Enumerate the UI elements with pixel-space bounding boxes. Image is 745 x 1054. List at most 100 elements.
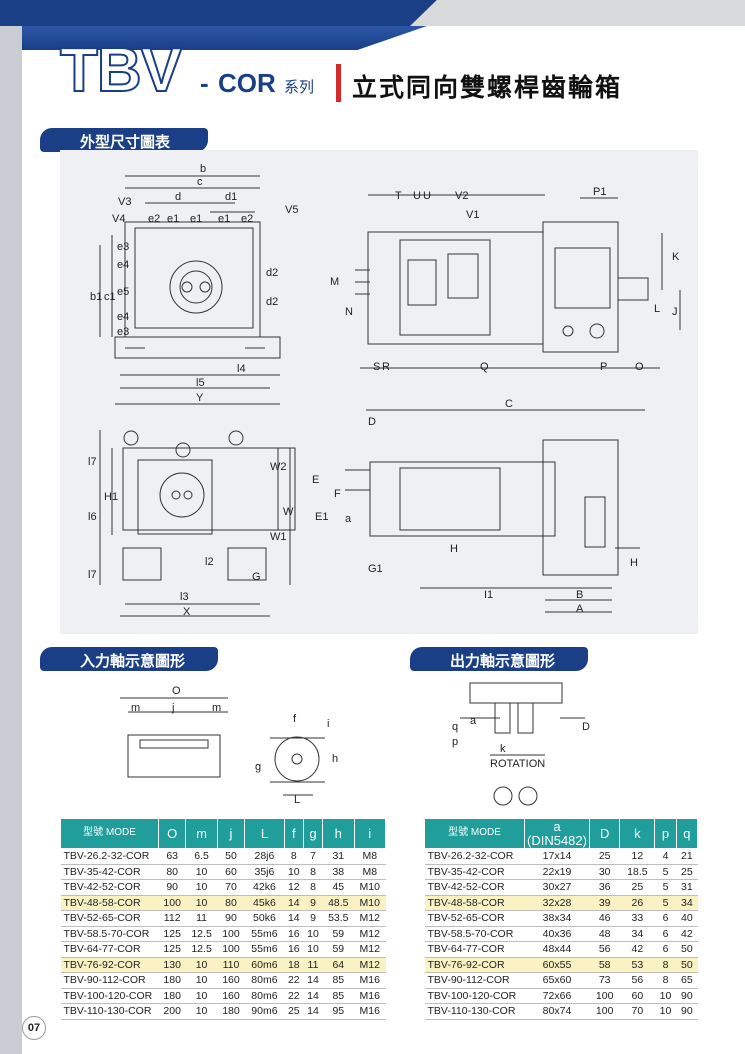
input-cell: 10 [284, 864, 304, 880]
output-cell: 36 [589, 879, 620, 896]
output-cell: 34 [676, 895, 698, 911]
output-cell: TBV-76-92-COR [424, 957, 525, 973]
input-cell: 95 [322, 1003, 354, 1020]
input-cell: 10 [303, 941, 323, 958]
input-cell: M12 [354, 926, 386, 942]
input-cell: 16 [284, 941, 304, 958]
output-col-d: D [588, 818, 621, 849]
input-cell: 80 [158, 864, 186, 880]
output-cell: 90 [676, 988, 698, 1004]
title-accent-bar [336, 64, 341, 102]
input-cell: M16 [354, 972, 386, 989]
input-cell: 10 [185, 972, 218, 989]
input-cell: M16 [354, 1003, 386, 1020]
input-col-j: j [216, 818, 246, 849]
output-cell: 100 [589, 1003, 620, 1020]
output-cell: 80x74 [524, 1003, 590, 1020]
output-cell: TBV-42-52-COR [424, 879, 525, 896]
input-cell: 8 [303, 864, 323, 880]
output-cell: 70 [619, 1003, 655, 1020]
label-q-output: q [452, 721, 458, 733]
input-cell: M16 [354, 988, 386, 1004]
input-cell: 28j6 [244, 848, 285, 865]
label-o-input: O [172, 685, 181, 697]
output-shaft-panel [420, 668, 698, 808]
input-cell: 10 [185, 864, 218, 880]
label-a-output: a [470, 715, 477, 727]
output-cell: 90 [676, 1003, 698, 1020]
input-cell: TBV-48-58-COR [60, 895, 159, 911]
output-cell: 6 [654, 926, 677, 942]
input-cell: 14 [303, 1003, 323, 1020]
output-cell: 31 [676, 879, 698, 896]
output-cell: 50 [676, 957, 698, 973]
input-cell: 10 [185, 988, 218, 1004]
output-cell: 5 [654, 864, 677, 880]
output-cell: 39 [589, 895, 620, 911]
output-cell: 10 [654, 988, 677, 1004]
input-cell: TBV-110-130-COR [60, 1003, 159, 1020]
label-k-output: k [500, 743, 506, 755]
input-col-h: h [322, 818, 355, 849]
output-cell: 8 [654, 957, 677, 973]
output-cell: TBV-35-42-COR [424, 864, 525, 880]
input-cell: M8 [354, 864, 386, 880]
output-cell: 60 [619, 988, 655, 1004]
input-cell: M8 [354, 848, 386, 865]
input-cell: 70 [217, 879, 245, 896]
input-col-m: m [185, 818, 218, 849]
output-cell: 25 [619, 879, 655, 896]
input-cell: 100 [217, 926, 245, 942]
input-cell: TBV-90-112-COR [60, 972, 159, 989]
output-cell: 30x27 [524, 879, 590, 896]
input-cell: 48.5 [322, 895, 354, 911]
input-cell: 90 [217, 910, 245, 927]
output-cell: 38x34 [524, 910, 590, 927]
section-output-heading: 出力軸示意圖形 [410, 647, 588, 671]
output-spec-table: 型號 MODE a (DIN5482) D k p q TBV-26.2-32-… [424, 818, 699, 1020]
label-l-input: L [294, 794, 300, 806]
output-cell: 33 [619, 910, 655, 927]
input-cell: 90 [158, 879, 186, 896]
input-cell: 25 [284, 1003, 304, 1020]
output-cell: 32x28 [524, 895, 590, 911]
left-margin-rule [0, 26, 22, 1054]
input-cell: M10 [354, 879, 386, 896]
input-cell: 100 [217, 941, 245, 958]
input-cell: 63 [158, 848, 186, 865]
output-cell: 6 [654, 941, 677, 958]
output-cell: 100 [589, 988, 620, 1004]
input-cell: 18 [284, 957, 304, 973]
label-d-output: D [582, 721, 590, 733]
input-cell: 16 [284, 926, 304, 942]
output-cell: 53 [619, 957, 655, 973]
output-col-a: a (DIN5482) [524, 818, 590, 849]
output-cell: 25 [676, 864, 698, 880]
input-cell: 55m6 [244, 941, 285, 958]
output-cell: TBV-48-58-COR [424, 895, 525, 911]
output-cell: 56 [619, 972, 655, 989]
input-cell: 45k6 [244, 895, 285, 911]
output-cell: 12 [619, 848, 655, 865]
input-cell: 11 [303, 957, 323, 973]
section-dimensions-heading: 外型尺寸圖表 [40, 128, 208, 152]
input-cell: 180 [158, 988, 186, 1004]
input-cell: M12 [354, 910, 386, 927]
input-cell: 11 [185, 910, 218, 927]
input-cell: 8 [303, 879, 323, 896]
input-cell: 125 [158, 926, 186, 942]
output-cell: 17x14 [524, 848, 590, 865]
output-cell: 22x19 [524, 864, 590, 880]
output-cell: TBV-64-77-COR [424, 941, 525, 958]
